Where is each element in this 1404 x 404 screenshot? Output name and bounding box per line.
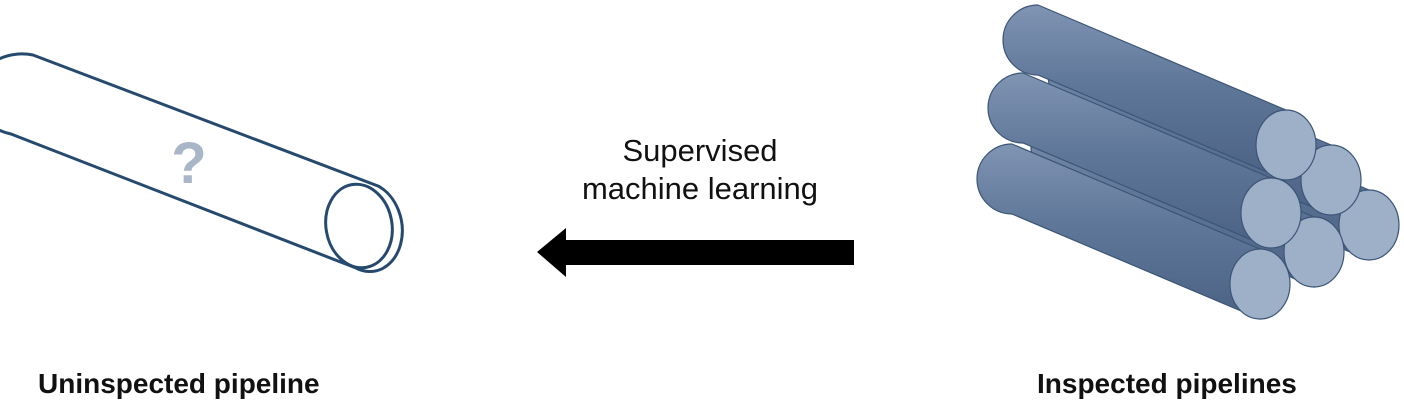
inspected-pipe-end (1255, 109, 1317, 181)
method-caption-line2: machine learning (581, 171, 819, 206)
inspected-pipe-body (1002, 4, 1287, 181)
inspected-pipe-end (1283, 216, 1345, 288)
inspected-pipe (987, 72, 1302, 249)
inspected-pipe-end (1300, 144, 1362, 216)
inspected-pipe (1002, 4, 1317, 181)
uninspected-pipe-body (0, 52, 404, 274)
inspected-pipe-stack (976, 4, 1400, 320)
inspected-pipe-end (1240, 177, 1302, 249)
uninspected-pipe-end (324, 182, 394, 270)
inspected-pipe-end (1338, 189, 1400, 261)
inspected-pipe-body (987, 72, 1272, 249)
method-caption-line1: Supervised (622, 133, 778, 168)
arrow-head (537, 228, 566, 277)
arrow-shaft (565, 240, 854, 265)
inspected-pipelines-label: Inspected pipelines (1037, 368, 1297, 399)
method-caption: Supervised machine learning (540, 132, 860, 208)
question-mark: ? (171, 131, 206, 196)
inspected-pipe-body (976, 143, 1261, 320)
uninspected-pipeline-label: Uninspected pipeline (38, 368, 320, 399)
inspected-pipe-end (1229, 248, 1291, 320)
inspected-pipe (976, 143, 1291, 320)
uninspected-pipe: ? (0, 52, 404, 274)
learning-arrow (537, 228, 854, 277)
